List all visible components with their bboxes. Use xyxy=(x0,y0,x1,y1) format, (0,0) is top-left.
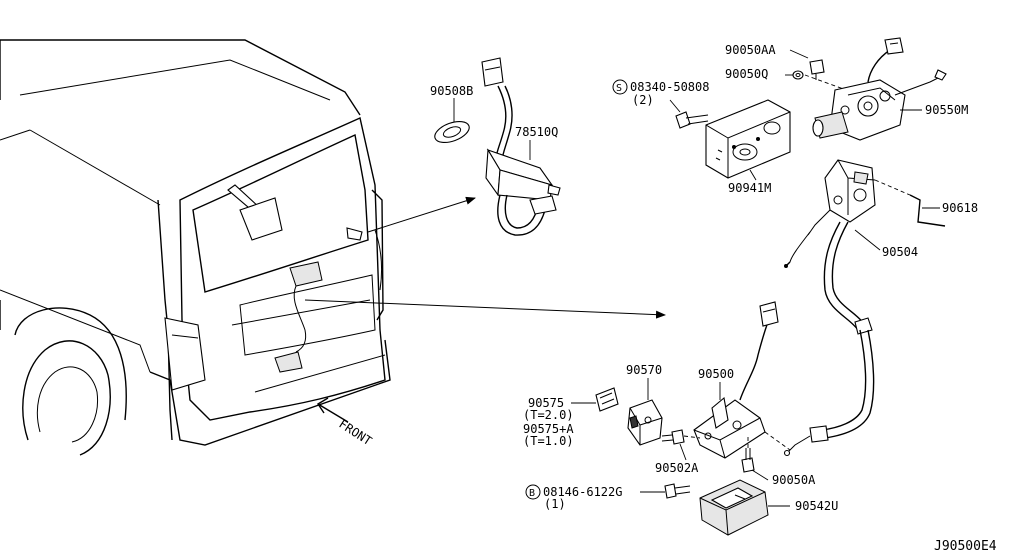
screw-08146 xyxy=(664,483,691,499)
latch-90500 xyxy=(693,301,779,459)
diagram-id: J90500E4 xyxy=(934,539,997,554)
label-78510Q: 78510Q xyxy=(515,125,558,139)
cover-90542U xyxy=(699,479,790,536)
washer-90050Q xyxy=(792,70,804,80)
label-90550M: 90550M xyxy=(925,103,968,117)
screw-08340 xyxy=(669,99,709,129)
label-90542U: 90542U xyxy=(795,499,838,513)
cover-90941M xyxy=(705,99,791,181)
label-90941M: 90941M xyxy=(728,181,771,195)
badge-b: B xyxy=(525,484,541,500)
fastener-90050AA xyxy=(809,59,825,80)
label-90050Q: 90050Q xyxy=(725,67,768,81)
van-illustration xyxy=(0,39,391,456)
svg-text:B: B xyxy=(529,488,535,499)
label-08340-qty: (2) xyxy=(632,93,654,107)
label-90618: 90618 xyxy=(942,201,978,215)
arrow-to-latch-group xyxy=(304,299,666,319)
label-90575: 90575 xyxy=(528,396,564,410)
motor-90550M xyxy=(812,37,947,141)
label-90575-t1: (T=2.0) xyxy=(523,408,574,422)
label-90500: 90500 xyxy=(698,367,734,381)
label-90508B: 90508B xyxy=(430,84,473,98)
front-arrow: FRONT xyxy=(317,397,374,448)
lock-90504 xyxy=(783,159,946,457)
actuator-78510Q xyxy=(481,57,561,236)
label-90504: 90504 xyxy=(882,245,918,259)
label-90575A: 90575+A xyxy=(523,422,574,436)
badge-s: S xyxy=(612,79,628,95)
svg-text:S: S xyxy=(616,83,622,94)
grommet-90508B xyxy=(434,98,470,144)
shim-90575 xyxy=(571,387,619,412)
bolt-90502A xyxy=(661,429,687,461)
label-90050AA: 90050AA xyxy=(725,43,776,57)
arrow-to-actuator xyxy=(367,196,476,233)
bolt-90050A xyxy=(741,448,769,481)
label-08340-50808: 08340-50808 xyxy=(630,80,709,94)
label-90050A: 90050A xyxy=(772,473,816,487)
label-08146-6122G: 08146-6122G xyxy=(543,485,622,499)
label-90502A: 90502A xyxy=(655,461,699,475)
striker-90570 xyxy=(627,378,663,446)
label-90575A-t: (T=1.0) xyxy=(523,434,574,448)
label-08146-qty: (1) xyxy=(544,497,566,511)
label-90570: 90570 xyxy=(626,363,662,377)
front-label: FRONT xyxy=(336,417,374,448)
